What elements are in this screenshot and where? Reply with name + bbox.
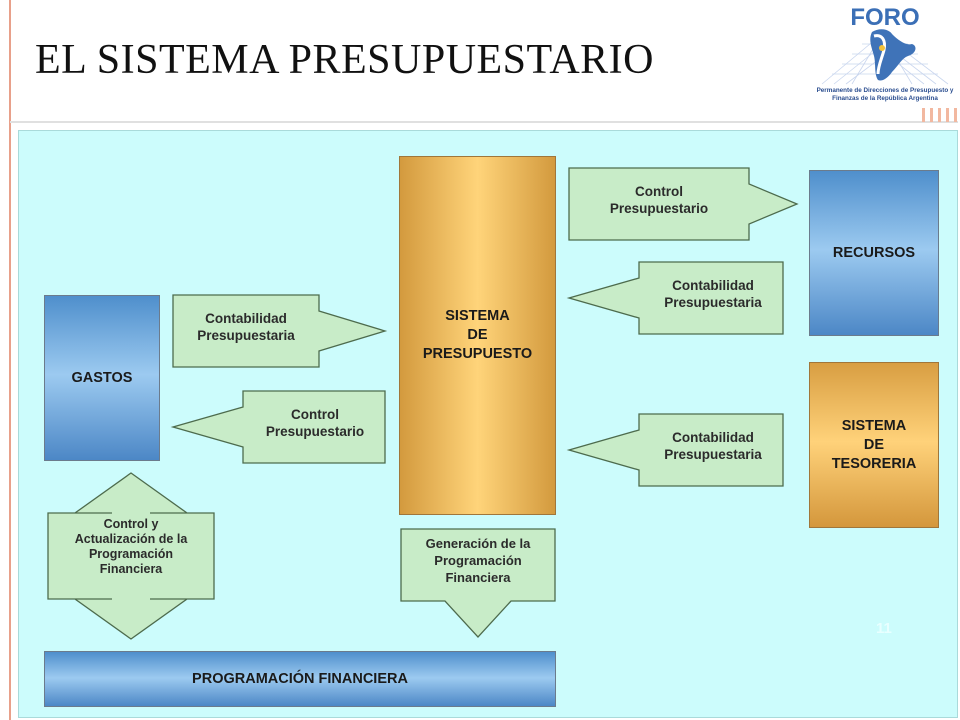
foro-logo-graphic: [821, 29, 949, 85]
label-control-actualizacion: Control y Actualización de la Programaci…: [48, 517, 214, 577]
label-contabilidad-from-gastos: Contabilidad Presupuestaria: [173, 310, 319, 344]
logo-wordmark: FORO: [850, 4, 920, 31]
foro-logo: FORO Permanente de Direcciones de Presup…: [812, 0, 958, 108]
label-generacion-programacion: Generación de la Programación Financiera: [401, 535, 555, 586]
page-title: EL SISTEMA PRESUPUESTARIO: [35, 37, 654, 83]
label-generacion-line-1: Generación de la: [425, 536, 531, 551]
node-programacion-label: PROGRAMACIÓN FINANCIERA: [192, 671, 408, 687]
label-generacion-line-3: Financiera: [445, 570, 511, 585]
node-sistema-line-3: PRESUPUESTO: [422, 346, 533, 362]
label-control-gastos-line-2: Presupuestario: [265, 424, 365, 439]
node-gastos: GASTOS: [44, 295, 160, 461]
label-contab-gastos-line-2: Presupuestaria: [197, 328, 295, 343]
arrow-control-to-recursos: [568, 167, 799, 241]
label-control-gastos-line-1: Control: [291, 407, 339, 422]
label-generacion-line-2: Programación: [434, 553, 522, 568]
label-contab-tesoreria-line-1: Contabilidad: [672, 430, 754, 445]
node-sistema-line-1: SISTEMA: [445, 308, 510, 324]
label-contab-recursos-line-1: Contabilidad: [672, 278, 754, 293]
budget-system-diagram: SISTEMA DE PRESUPUESTO RECURSOS SISTEMA …: [18, 130, 958, 718]
page-number: 11: [876, 620, 892, 637]
label-contab-tesoreria-line-2: Presupuestaria: [664, 447, 762, 462]
arrow-contabilidad-from-recursos: [566, 261, 784, 335]
node-sistema-line-2: DE: [467, 327, 488, 343]
label-control-actualizacion-line-4: Financiera: [99, 562, 163, 576]
label-control-actualizacion-line-1: Control y: [103, 517, 159, 531]
logo-caption: Permanente de Direcciones de Presupuesto…: [816, 87, 954, 102]
arrow-control-to-gastos: [170, 390, 386, 464]
label-control-to-recursos-line-2: Presupuestario: [609, 201, 709, 216]
node-tesoreria-line-3: TESORERIA: [831, 455, 917, 472]
label-control-to-gastos: Control Presupuestario: [245, 406, 385, 440]
node-programacion-financiera: PROGRAMACIÓN FINANCIERA: [44, 651, 556, 707]
header-divider: [10, 121, 958, 123]
node-gastos-label: GASTOS: [71, 370, 133, 386]
node-sistema-tesoreria: SISTEMA DE TESORERIA: [809, 362, 939, 528]
label-contabilidad-from-tesoreria: Contabilidad Presupuestaria: [641, 429, 785, 463]
arrow-generacion-programacion: [400, 528, 556, 638]
label-contabilidad-from-recursos: Contabilidad Presupuestaria: [641, 277, 785, 311]
arrow-contabilidad-from-gastos: [172, 294, 388, 368]
node-sistema-presupuesto: SISTEMA DE PRESUPUESTO: [399, 156, 556, 515]
decorative-stripes: [918, 108, 960, 122]
arrow-control-actualizacion: [47, 472, 215, 640]
label-contab-gastos-line-1: Contabilidad: [205, 311, 287, 326]
node-recursos: RECURSOS: [809, 170, 939, 336]
left-accent-rule: [9, 0, 11, 720]
label-control-actualizacion-line-3: Programación: [88, 547, 174, 561]
node-tesoreria-line-2: DE: [863, 436, 885, 453]
node-tesoreria-line-1: SISTEMA: [841, 417, 907, 434]
node-recursos-label: RECURSOS: [832, 245, 916, 261]
label-contab-recursos-line-2: Presupuestaria: [664, 295, 762, 310]
arrow-contabilidad-from-tesoreria: [566, 413, 784, 487]
label-control-to-recursos-line-1: Control: [635, 184, 683, 199]
label-control-actualizacion-line-2: Actualización de la: [74, 532, 188, 546]
label-control-to-recursos: Control Presupuestario: [569, 183, 749, 217]
